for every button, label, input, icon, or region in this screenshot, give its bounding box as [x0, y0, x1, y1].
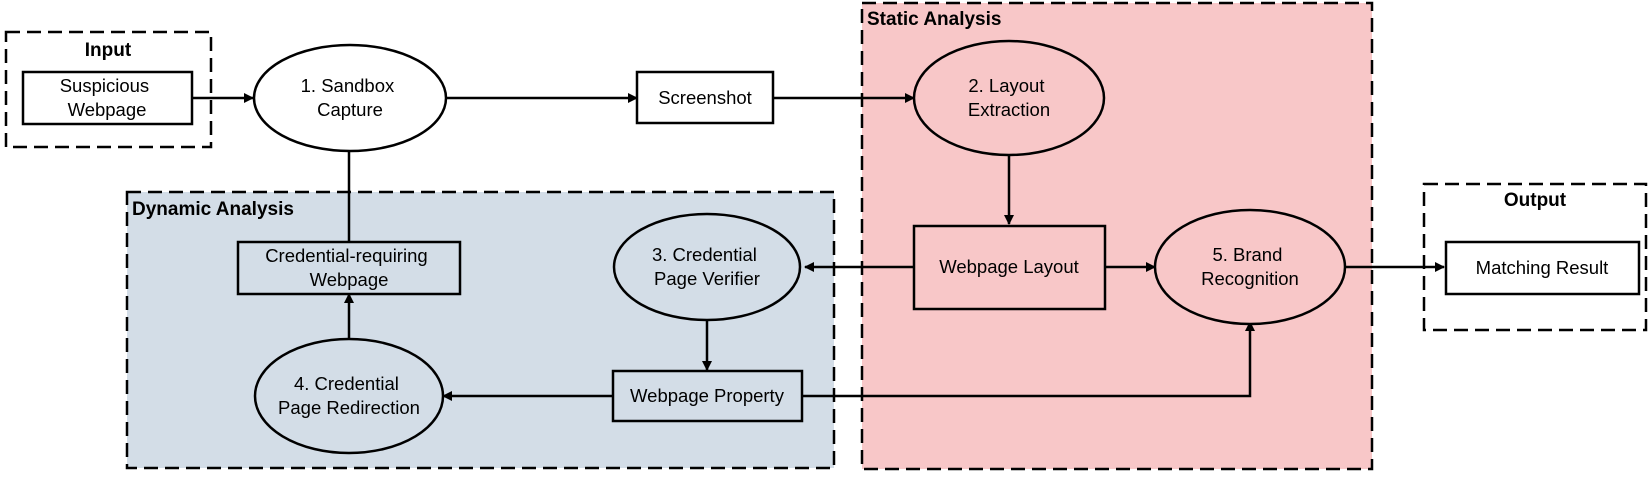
- layout-extraction-line-2: Extraction: [968, 99, 1050, 120]
- brand-recognition-ellipse: [1153, 208, 1347, 326]
- credential-page-verifier-ellipse: [612, 212, 802, 322]
- matching-result-label: Matching Result: [1476, 257, 1609, 278]
- input-title: Input: [85, 40, 132, 61]
- webpage-layout-box: [912, 224, 1107, 311]
- suspicious-webpage-line-1: Suspicious: [60, 75, 149, 96]
- credential-requiring-webpage-line-1: Credential-requiring: [265, 245, 427, 266]
- credential-page-redirection-ellipse: [253, 337, 445, 455]
- webpage-layout-line-1: Webpage Layout: [939, 256, 1079, 277]
- suspicious-webpage-label: Suspicious Webpage: [60, 75, 155, 120]
- webpage-property-line-1: Webpage Property: [630, 385, 785, 406]
- matching-result-line-1: Matching Result: [1476, 257, 1609, 278]
- sandbox-capture-label: 1. Sandbox Capture: [301, 75, 400, 120]
- output-region: [1422, 182, 1648, 332]
- layout-extraction-line-1: 2. Layout: [968, 75, 1044, 96]
- webpage-property-label: Webpage Property: [630, 385, 785, 406]
- dynamic-analysis-title: Dynamic Analysis: [132, 199, 294, 220]
- credential-page-verifier-line-1: 3. Credential: [652, 244, 757, 265]
- credential-page-verifier-line-2: Page Verifier: [654, 268, 760, 289]
- edge-property-to-brand: [802, 321, 1255, 398]
- credential-requiring-webpage-label: Credential-requiring Webpage: [265, 245, 433, 290]
- webpage-layout-label: Webpage Layout: [939, 256, 1079, 277]
- input-region: [4, 30, 213, 149]
- credential-page-redirection-line-1: 4. Credential: [294, 373, 399, 394]
- credential-page-redirection-line-2: Page Redirection: [278, 397, 420, 418]
- matching-result-box: [1444, 240, 1641, 296]
- sandbox-capture-line-2: Capture: [317, 99, 383, 120]
- layout-extraction-label: 2. Layout Extraction: [968, 75, 1050, 120]
- edges: [192, 93, 1445, 401]
- layout-extraction-ellipse: [912, 39, 1106, 157]
- screenshot-label: Screenshot: [658, 87, 752, 108]
- suspicious-webpage-box: [21, 70, 194, 126]
- sandbox-capture-line-1: 1. Sandbox: [301, 75, 395, 96]
- credential-page-redirection-label: 4. Credential Page Redirection: [278, 373, 420, 418]
- brand-recognition-line-2: Recognition: [1201, 268, 1299, 289]
- screenshot-box: [635, 70, 775, 125]
- credential-requiring-webpage-box: [236, 240, 462, 296]
- suspicious-webpage-line-2: Webpage: [68, 99, 147, 120]
- credential-requiring-webpage-line-2: Webpage: [310, 269, 389, 290]
- screenshot-line-1: Screenshot: [658, 87, 752, 108]
- sandbox-capture-ellipse: [252, 43, 448, 153]
- credential-page-verifier-label: 3. Credential Page Verifier: [652, 244, 762, 289]
- webpage-property-box: [611, 369, 804, 423]
- brand-recognition-line-1: 5. Brand: [1212, 244, 1282, 265]
- output-title: Output: [1504, 190, 1567, 211]
- static-analysis-title: Static Analysis: [867, 9, 1001, 30]
- brand-recognition-label: 5. Brand Recognition: [1201, 244, 1299, 289]
